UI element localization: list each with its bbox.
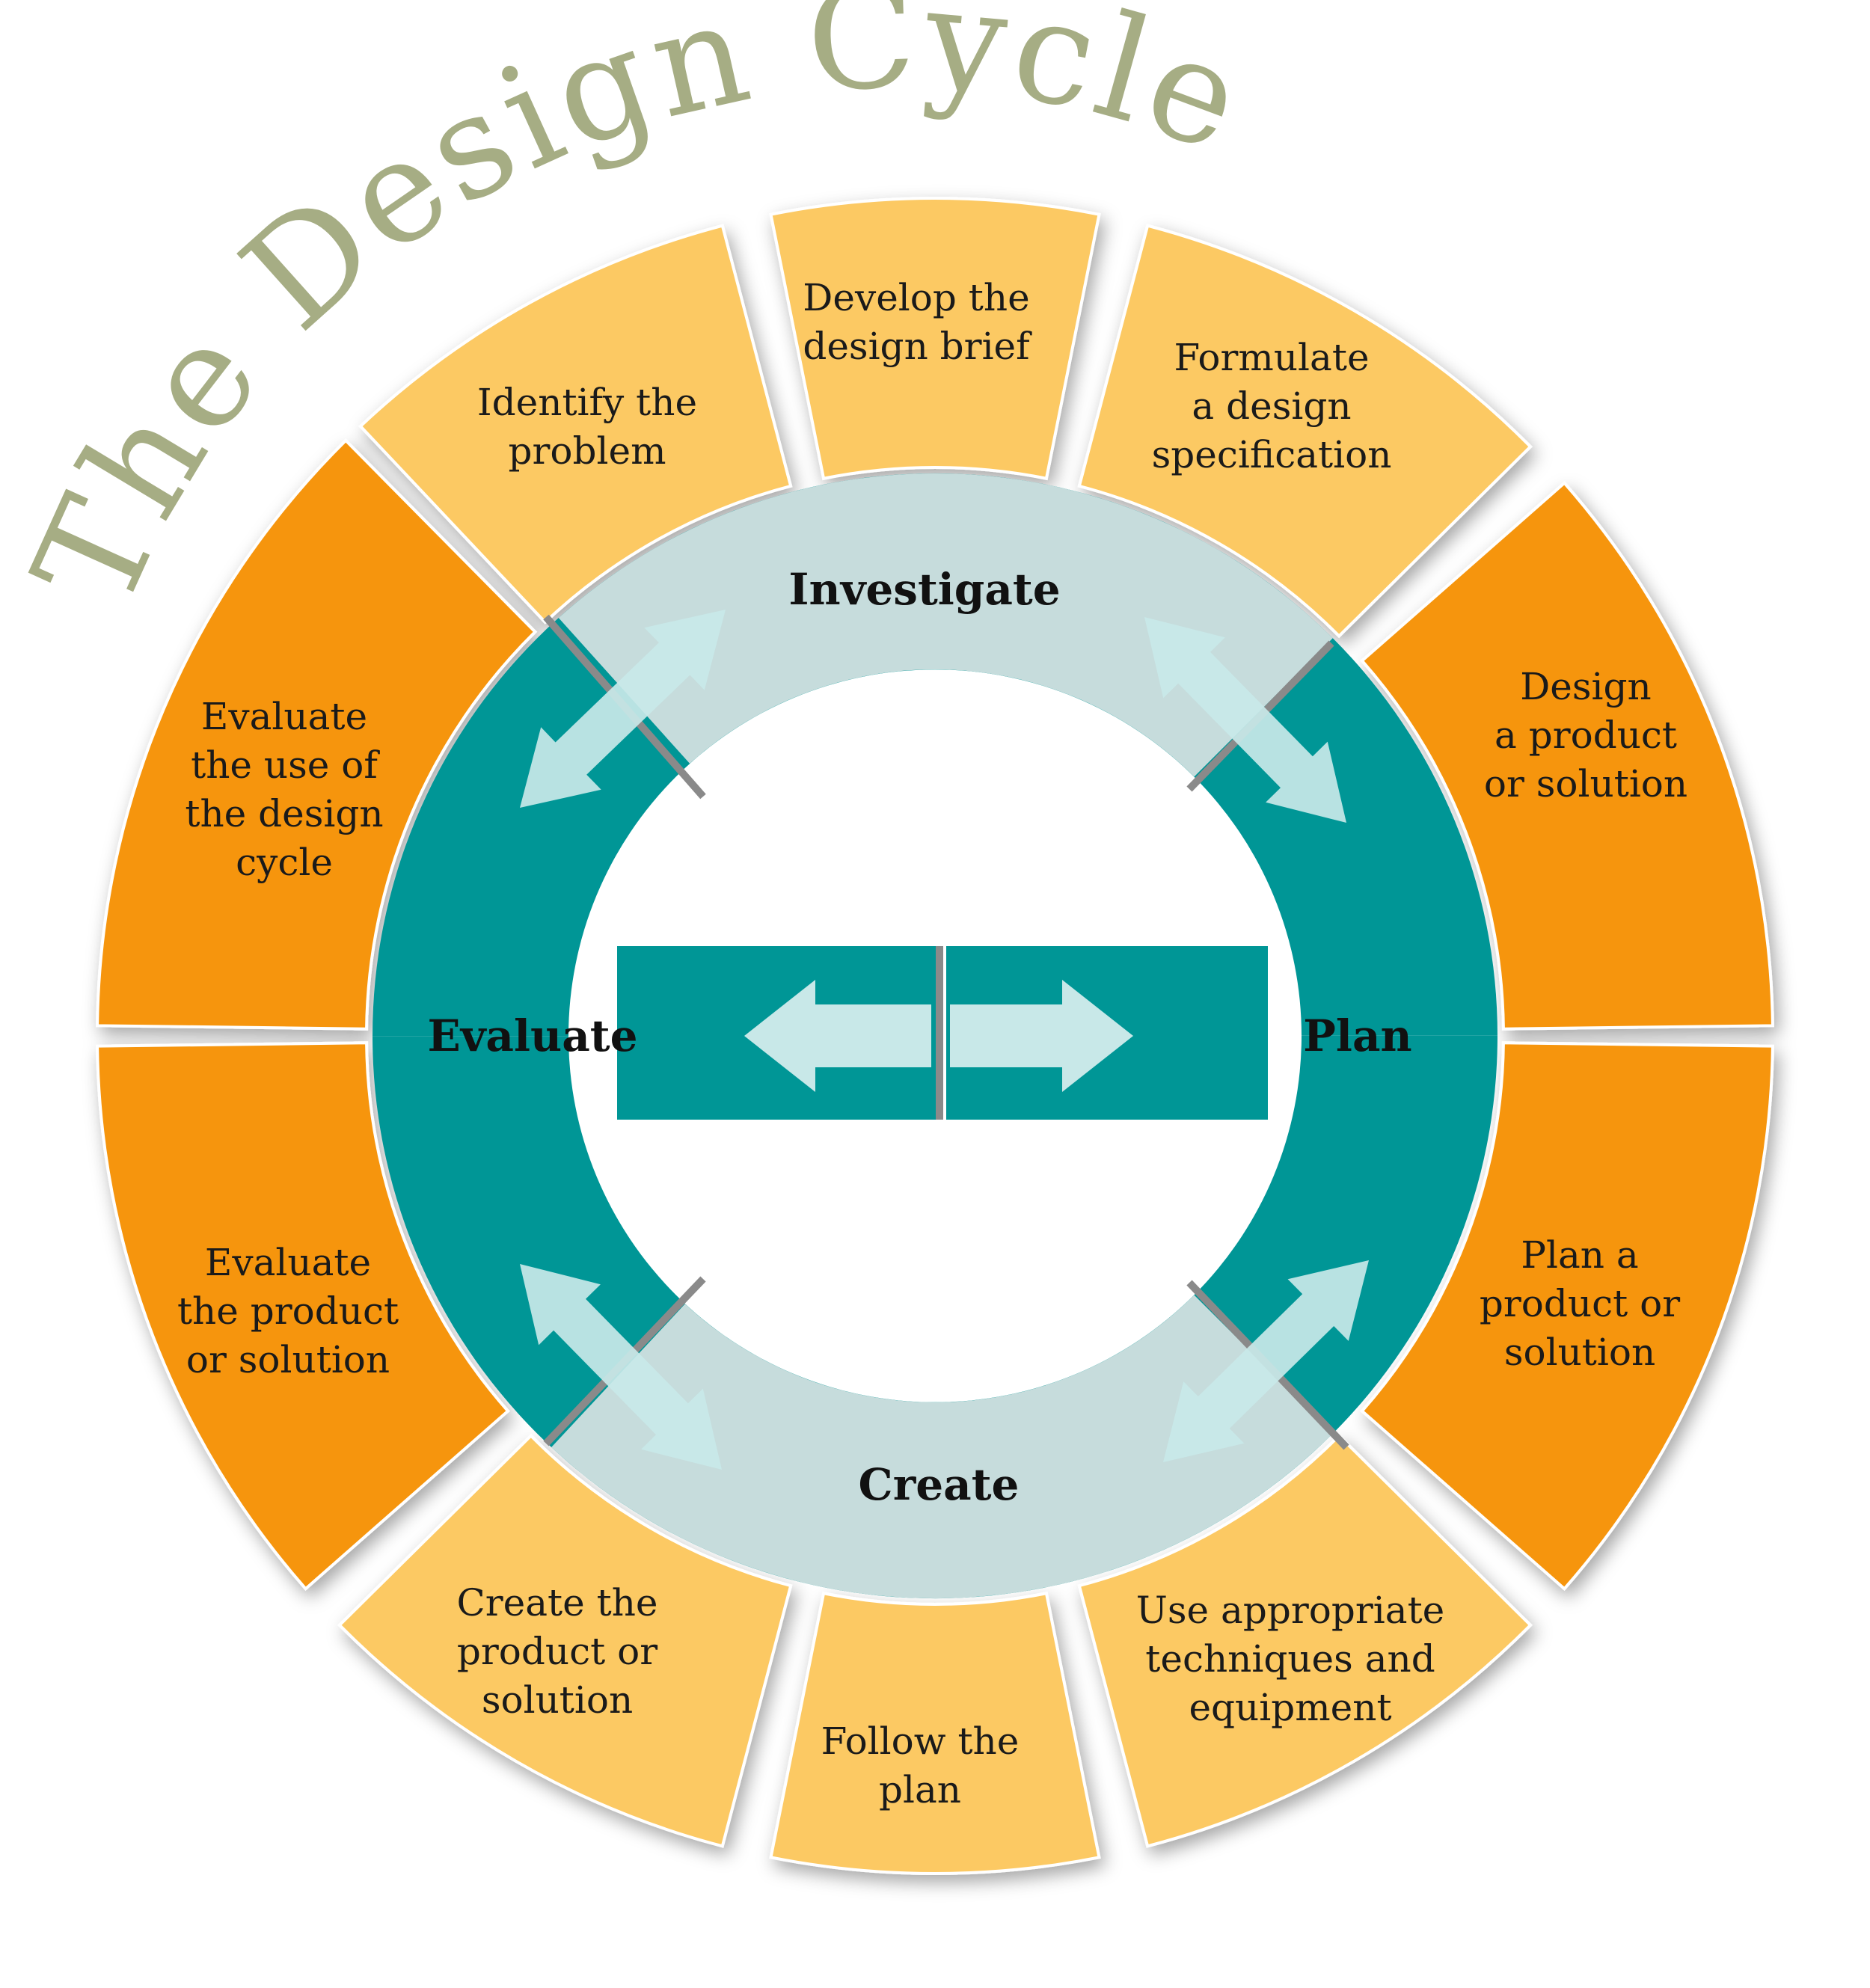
step-line: equipment — [1189, 1686, 1391, 1729]
step-line: cycle — [236, 841, 333, 884]
step-segment-identify-problem — [358, 224, 793, 625]
step-line: or solution — [1484, 762, 1687, 806]
arrow-center-left — [744, 980, 931, 1092]
step-segment-plan-product — [1360, 1041, 1774, 1592]
step-line: or solution — [186, 1338, 390, 1381]
step-line: Create the — [456, 1581, 657, 1625]
double-arrow-investigate-plan — [1144, 617, 1346, 823]
step-line: Evaluate — [201, 695, 367, 738]
step-line: Develop the — [803, 276, 1029, 319]
step-segment-design-product — [1360, 480, 1774, 1031]
step-line: Design — [1520, 665, 1652, 708]
step-segment-use-techniques — [1077, 1433, 1533, 1848]
double-arrow-investigate-evaluate — [520, 610, 726, 808]
outer-steps-ring — [96, 197, 1774, 1876]
step-line: a product — [1495, 714, 1677, 757]
step-label-evaluate-use: Evaluate the use of the design cycle — [185, 695, 383, 884]
step-label-plan-product: Plan a product or solution — [1480, 1233, 1680, 1374]
step-segment-create-product — [337, 1433, 793, 1848]
step-line: the use of — [191, 743, 380, 787]
double-arrow-evaluate-create — [520, 1264, 722, 1470]
step-label-identify-problem: Identify the problem — [477, 381, 697, 473]
step-segment-develop-brief — [769, 197, 1101, 481]
step-label-follow-plan: Follow the plan — [821, 1719, 1020, 1811]
step-line: the product — [177, 1289, 399, 1333]
phase-label-investigate: Investigate — [788, 564, 1060, 615]
phase-ring — [372, 473, 1497, 1599]
step-line: problem — [508, 429, 666, 473]
step-line: Follow the — [821, 1719, 1020, 1763]
step-line: techniques and — [1145, 1637, 1435, 1681]
step-label-formulate-spec: Formulate a design specification — [1152, 336, 1392, 476]
step-line: specification — [1152, 433, 1392, 476]
step-line: solution — [1504, 1331, 1655, 1374]
step-label-evaluate-product: Evaluate the product or solution — [177, 1241, 399, 1381]
step-line: plan — [879, 1768, 961, 1811]
phase-label-create: Create — [859, 1459, 1020, 1510]
step-line: product or — [1480, 1282, 1680, 1325]
step-line: Plan a — [1521, 1233, 1638, 1277]
step-segment-evaluate-use — [96, 438, 538, 1031]
step-segment-evaluate-product — [96, 1041, 510, 1592]
phase-label-evaluate: Evaluate — [428, 1010, 638, 1061]
step-line: Identify the — [477, 381, 697, 424]
flow-arrows — [520, 610, 1369, 1470]
step-line: Formulate — [1174, 336, 1369, 379]
phase-label-plan: Plan — [1303, 1010, 1411, 1061]
step-label-use-techniques: Use appropriate techniques and equipment — [1136, 1589, 1445, 1729]
step-segment-follow-plan — [769, 1591, 1101, 1876]
step-line: Use appropriate — [1136, 1589, 1445, 1632]
step-label-develop-brief: Develop the design brief — [803, 276, 1032, 368]
step-label-design-product: Design a product or solution — [1484, 665, 1687, 806]
step-segment-formulate-spec — [1077, 224, 1533, 639]
step-line: design brief — [803, 325, 1032, 368]
step-line: a design — [1192, 384, 1351, 428]
step-line: Evaluate — [205, 1241, 371, 1284]
step-line: solution — [482, 1678, 633, 1722]
step-label-create-product: Create the product or solution — [456, 1581, 657, 1722]
step-line: product or — [457, 1630, 657, 1673]
arrow-center-right — [950, 980, 1133, 1092]
phase-segment-create — [551, 1295, 1333, 1598]
step-line: the design — [185, 792, 383, 835]
double-arrow-plan-create — [1163, 1260, 1369, 1462]
phase-segment-investigate — [558, 473, 1333, 777]
